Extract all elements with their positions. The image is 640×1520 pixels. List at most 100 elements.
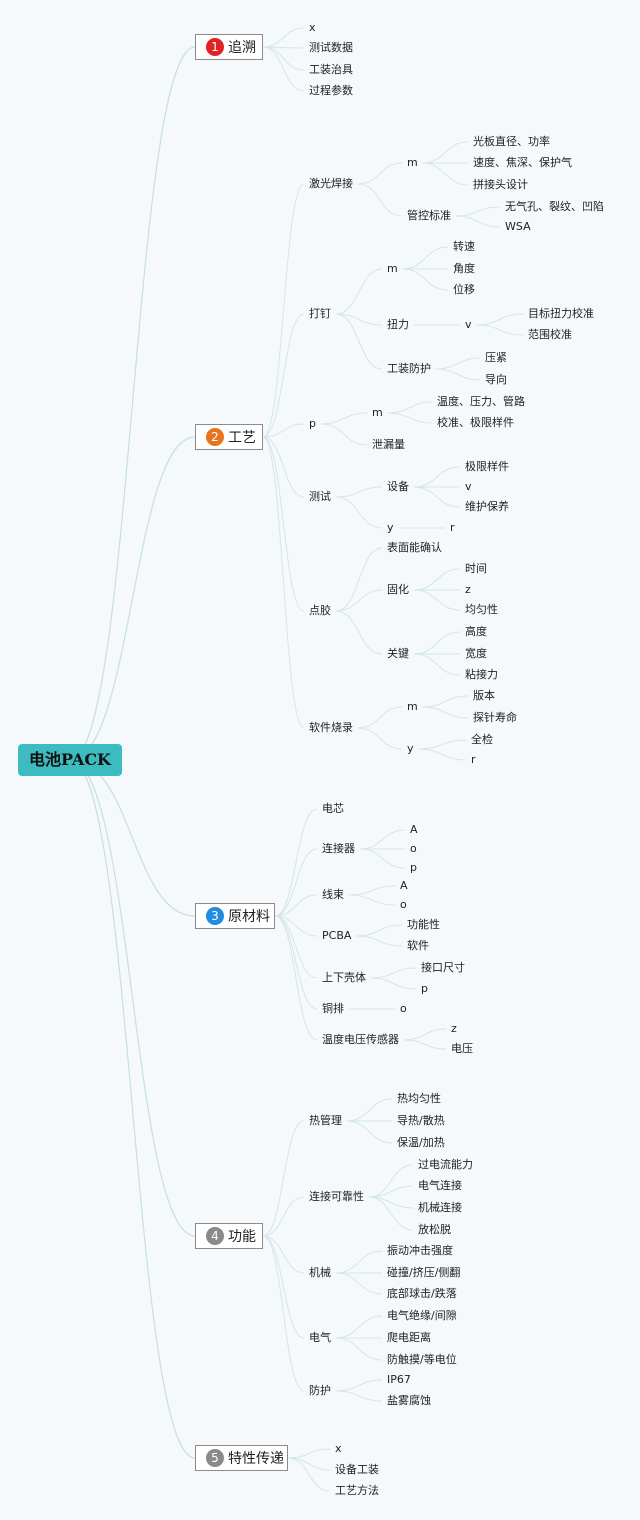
mindmap-node-n-3-6-1[interactable]: o xyxy=(400,1002,407,1015)
mindmap-node-n-4-5-1[interactable]: IP67 xyxy=(387,1373,411,1386)
mindmap-node-n-2-1-1[interactable]: m xyxy=(407,156,418,169)
mindmap-node-n-3-7-2[interactable]: 电压 xyxy=(451,1042,473,1055)
mindmap-node-n-2-4-1-1[interactable]: 极限样件 xyxy=(465,460,509,473)
mindmap-node-n-3-4-2[interactable]: 软件 xyxy=(407,939,429,952)
mindmap-node-n-4-4-1[interactable]: 电气绝缘/间隙 xyxy=(387,1309,457,1322)
mindmap-node-n-2-6-2[interactable]: y xyxy=(407,742,414,755)
mindmap-node-n-2-6-1-1[interactable]: 版本 xyxy=(473,689,495,702)
mindmap-node-n-4-2-4[interactable]: 放松脱 xyxy=(418,1223,451,1236)
mindmap-node-n-1-2[interactable]: 测试数据 xyxy=(309,41,353,54)
mindmap-node-n-3-2-3[interactable]: p xyxy=(410,861,417,874)
mindmap-node-n-2-6-1-2[interactable]: 探针寿命 xyxy=(473,711,517,724)
mindmap-node-n-3-3[interactable]: 线束 xyxy=(322,888,344,901)
mindmap-node-n-2-2-1-2[interactable]: 角度 xyxy=(453,262,475,275)
mindmap-node-n-4-2-1[interactable]: 过电流能力 xyxy=(418,1158,473,1171)
mindmap-node-n-2-2-1-1[interactable]: 转速 xyxy=(453,240,475,253)
mindmap-node-n-2-3-2[interactable]: 泄漏量 xyxy=(372,438,405,451)
mindmap-node-n-1-1[interactable]: x xyxy=(309,21,316,34)
mindmap-node-n-3-5[interactable]: 上下壳体 xyxy=(322,971,366,984)
mindmap-node-n-2-4-2[interactable]: y xyxy=(387,521,394,534)
mindmap-node-n-2-5-3-2[interactable]: 宽度 xyxy=(465,647,487,660)
mindmap-node-n-2-2-3[interactable]: 工装防护 xyxy=(387,362,431,375)
mindmap-node-n-3-3-1[interactable]: A xyxy=(400,879,408,892)
mindmap-node-n-1-3[interactable]: 工装治具 xyxy=(309,63,353,76)
mindmap-node-n-2-2-2-1-1[interactable]: 目标扭力校准 xyxy=(528,307,594,320)
mindmap-node-n-2-1-1-2[interactable]: 速度、焦深、保护气 xyxy=(473,156,572,169)
mindmap-node-n-2-4-1-2[interactable]: v xyxy=(465,480,472,493)
mindmap-node-n-2-5-2[interactable]: 固化 xyxy=(387,583,409,596)
mindmap-node-n-4-1-2[interactable]: 导热/散热 xyxy=(397,1114,445,1127)
mindmap-node-n-2-4[interactable]: 测试 xyxy=(309,490,331,503)
mindmap-node-n-4-4-3[interactable]: 防触摸/等电位 xyxy=(387,1353,457,1366)
mindmap-node-n-4-3[interactable]: 机械 xyxy=(309,1266,331,1279)
mindmap-node-n-2-6-1[interactable]: m xyxy=(407,700,418,713)
mindmap-node-n-4-2-3[interactable]: 机械连接 xyxy=(418,1201,462,1214)
mindmap-node-n-2-5-3-3[interactable]: 粘接力 xyxy=(465,668,498,681)
mindmap-node-n-4-5[interactable]: 防护 xyxy=(309,1384,331,1397)
root-node[interactable]: 电池PACK xyxy=(18,744,122,776)
mindmap-node-n-4-3-3[interactable]: 底部球击/跌落 xyxy=(387,1287,457,1300)
mindmap-node-n-3-6[interactable]: 铜排 xyxy=(322,1002,344,1015)
mindmap-node-n-4-1-3[interactable]: 保温/加热 xyxy=(397,1136,445,1149)
mindmap-node-n-3-7-1[interactable]: z xyxy=(451,1022,457,1035)
mindmap-node-n-2-5-3[interactable]: 关键 xyxy=(387,647,409,660)
mindmap-node-n-2-5-3-1[interactable]: 高度 xyxy=(465,625,487,638)
mindmap-node-n-2-5-2-3[interactable]: 均匀性 xyxy=(465,603,498,616)
mindmap-node-n-2-1-1-3[interactable]: 拼接头设计 xyxy=(473,178,528,191)
mindmap-node-n-5-3[interactable]: 工艺方法 xyxy=(335,1484,379,1497)
mindmap-node-n-2-5-2-1[interactable]: 时间 xyxy=(465,562,487,575)
mindmap-node-n-2-5-2-2[interactable]: z xyxy=(465,583,471,596)
mindmap-node-n-3-5-1[interactable]: 接口尺寸 xyxy=(421,961,465,974)
mindmap-node-n-2-3-1-2[interactable]: 校准、极限样件 xyxy=(437,416,514,429)
mindmap-node-n-2-5[interactable]: 点胶 xyxy=(309,604,331,617)
mindmap-node-n-3-3-2[interactable]: o xyxy=(400,898,407,911)
mindmap-node-n-2-2-2-1-2[interactable]: 范围校准 xyxy=(528,328,572,341)
mindmap-node-n-2-6[interactable]: 软件烧录 xyxy=(309,721,353,734)
mindmap-node-n-5-1[interactable]: x xyxy=(335,1442,342,1455)
mindmap-node-n-2-6-2-2[interactable]: r xyxy=(471,753,476,766)
mindmap-node-n-2-2-1-3[interactable]: 位移 xyxy=(453,283,475,296)
mindmap-node-n-2-3[interactable]: p xyxy=(309,417,316,430)
mindmap-node-n-2-1-1-1[interactable]: 光板直径、功率 xyxy=(473,135,550,148)
mindmap-node-n-2-4-1-3[interactable]: 维护保养 xyxy=(465,500,509,513)
mindmap-node-n-3-1[interactable]: 电芯 xyxy=(322,802,344,815)
mindmap-node-n-2-6-2-1[interactable]: 全检 xyxy=(471,733,493,746)
mindmap-node-n-2-1[interactable]: 激光焊接 xyxy=(309,177,353,190)
mindmap-node-n-4-2-2[interactable]: 电气连接 xyxy=(418,1179,462,1192)
mindmap-node-n-2-5-1[interactable]: 表面能确认 xyxy=(387,541,442,554)
mindmap-node-n-4-2[interactable]: 连接可靠性 xyxy=(309,1190,364,1203)
mindmap-node-n-4-3-2[interactable]: 碰撞/挤压/侧翻 xyxy=(387,1266,461,1279)
mindmap-node-n-4-4[interactable]: 电气 xyxy=(309,1331,331,1344)
mindmap-node-n-1-4[interactable]: 过程参数 xyxy=(309,84,353,97)
mindmap-node-n-2-2[interactable]: 打钉 xyxy=(309,307,331,320)
mindmap-node-n-3-4-1[interactable]: 功能性 xyxy=(407,918,440,931)
mindmap-node-n-2-1-2-2[interactable]: WSA xyxy=(505,220,531,233)
mindmap-node-n-2-3-1-1[interactable]: 温度、压力、管路 xyxy=(437,395,525,408)
mindmap-node-n-4-4-2[interactable]: 爬电距离 xyxy=(387,1331,431,1344)
mindmap-node-n-2-1-2[interactable]: 管控标准 xyxy=(407,209,451,222)
mindmap-node-n-2-2-3-2[interactable]: 导向 xyxy=(485,373,507,386)
mindmap-node-n-2-4-1[interactable]: 设备 xyxy=(387,480,409,493)
mindmap-node-n-5-2[interactable]: 设备工装 xyxy=(335,1463,379,1476)
mindmap-node-n-4-1-1[interactable]: 热均匀性 xyxy=(397,1092,441,1105)
mindmap-node-n-2-3-1[interactable]: m xyxy=(372,406,383,419)
mindmap-node-n-2-4-2-1[interactable]: r xyxy=(450,521,455,534)
mindmap-node-n-3-2-1[interactable]: A xyxy=(410,823,418,836)
mindmap-node-n-2-1-2-1[interactable]: 无气孔、裂纹、凹陷 xyxy=(505,200,604,213)
mindmap-node-n-3-4[interactable]: PCBA xyxy=(322,929,352,942)
mindmap-node-n-3-2[interactable]: 连接器 xyxy=(322,842,355,855)
mindmap-node-n-3-2-2[interactable]: o xyxy=(410,842,417,855)
mindmap-node-n-3-7[interactable]: 温度电压传感器 xyxy=(322,1033,399,1046)
mindmap-node-n-4-3-1[interactable]: 振动冲击强度 xyxy=(387,1244,453,1257)
mindmap-node-n-4-5-2[interactable]: 盐雾腐蚀 xyxy=(387,1394,431,1407)
mindmap-node-n-4-1[interactable]: 热管理 xyxy=(309,1114,342,1127)
mindmap-node-n-2-2-3-1[interactable]: 压紧 xyxy=(485,351,507,364)
mindmap-node-n-3-5-2[interactable]: p xyxy=(421,982,428,995)
mindmap-node-n-2-2-2[interactable]: 扭力 xyxy=(387,318,409,331)
mindmap-node-n-2-2-1[interactable]: m xyxy=(387,262,398,275)
